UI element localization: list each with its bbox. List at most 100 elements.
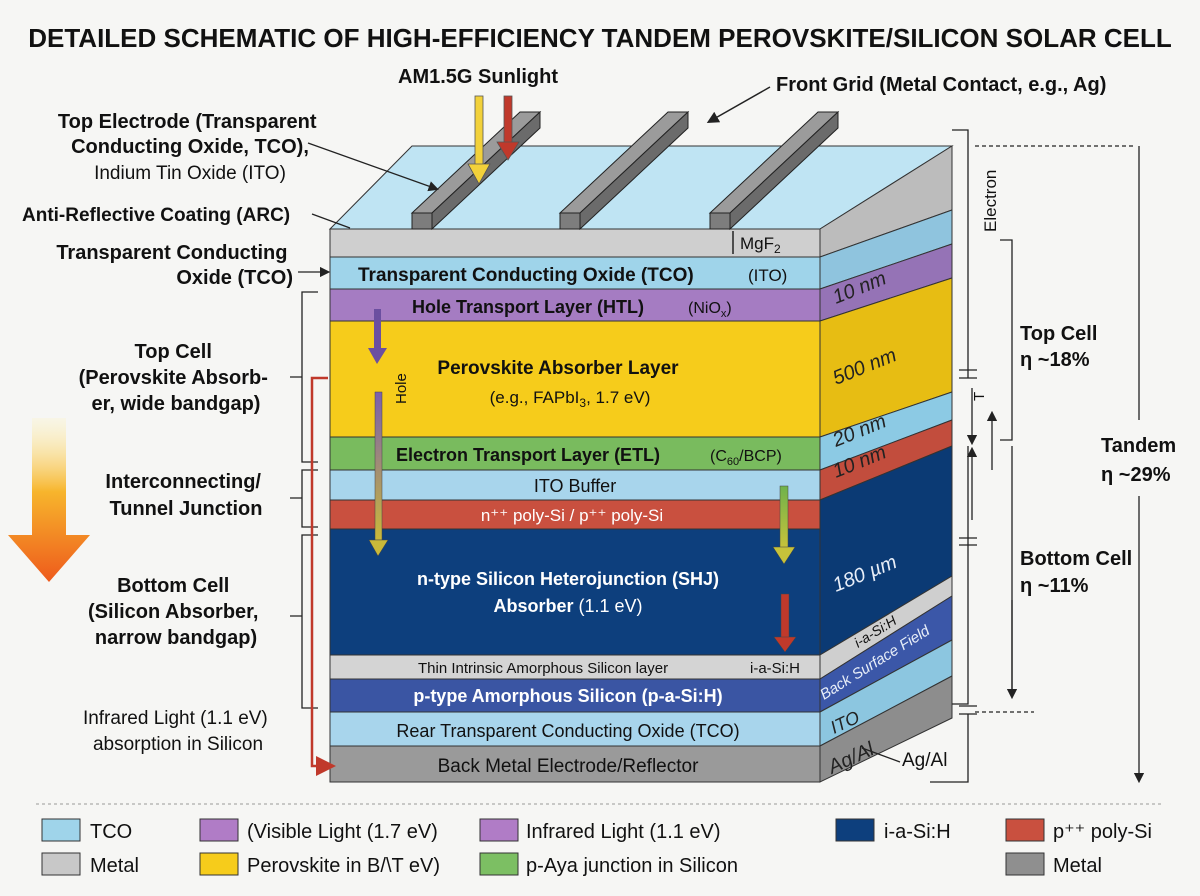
layer-stack <box>329 228 821 783</box>
htl-note: (NiOx) <box>688 300 732 320</box>
layer-arc <box>329 228 821 258</box>
top-cell-right-label: Top Cell <box>1020 323 1097 345</box>
layer-labels: MgF2 Transparent Conducting Oxide (TCO) … <box>358 231 800 777</box>
legend-label: Perovskite in B/\T eV) <box>247 855 440 877</box>
arc-leader <box>311 213 351 229</box>
layer-p-asi <box>329 678 821 713</box>
green-arrow <box>779 485 789 549</box>
top-cell-right-bracket <box>1000 239 1013 441</box>
green-arrow-head <box>772 546 796 565</box>
tandem-label: Tandem <box>1101 435 1176 457</box>
intrinsic-tag: i-a-Si:H <box>750 660 800 677</box>
electron-line-lower <box>952 446 969 705</box>
layer-tco <box>329 256 821 290</box>
shj-label-line1: n-type Silicon Heterojunction (SHJ) <box>417 569 719 589</box>
legend-item: (Visible Light (1.7 eV) <box>199 818 438 843</box>
sunlight-arrow-yellow <box>474 95 484 167</box>
legend-item: p⁺⁺ poly-Si <box>1005 818 1152 843</box>
hole-arrow-upper <box>374 309 381 349</box>
legend-swatch <box>1005 818 1045 842</box>
legend-label: p-Aya junction in Silicon <box>526 855 738 877</box>
sunlight-arrows: AM1.5G Sunlight <box>398 66 558 185</box>
back-metal-label: Back Metal Electrode/Reflector <box>438 756 700 777</box>
top-electrode-leader <box>307 142 439 192</box>
top-electrode-sub: Indium Tin Oxide (ITO) <box>94 163 286 184</box>
top-cell-efficiency: η ~18% <box>1020 349 1090 371</box>
sunlight-label: AM1.5G Sunlight <box>398 66 558 88</box>
bottom-cell-efficiency: η ~11% <box>1020 575 1089 597</box>
junction-bracket <box>290 469 318 528</box>
legend-item: Metal <box>1005 852 1102 877</box>
layer-htl <box>329 288 821 322</box>
infrared-label: Infrared Light (1.1 eV) absorption in Si… <box>83 708 273 755</box>
light-direction-arrow <box>8 418 90 582</box>
legend-item: Perovskite in B/\T eV) <box>199 852 440 877</box>
bottom-cell-right-label: Bottom Cell <box>1020 548 1132 570</box>
left-labels: Top Electrode (Transparent Conducting Ox… <box>22 111 439 755</box>
legend: TCO (Visible Light (1.7 eV) Infrared Lig… <box>41 818 1152 877</box>
page-title: DETAILED SCHEMATIC OF HIGH-EFFICIENCY TA… <box>28 23 1172 53</box>
elec-to-metal <box>930 714 969 783</box>
bottom-cell-bracket <box>290 534 318 709</box>
legend-item: Metal <box>41 852 139 877</box>
finger-2 <box>558 110 690 231</box>
legend-label: Metal <box>1053 855 1102 877</box>
legend-label: Infrared Light (1.1 eV) <box>526 821 721 843</box>
legend-swatch <box>1005 852 1045 876</box>
front-grid-label: Front Grid (Metal Contact, e.g., Ag) <box>776 74 1106 96</box>
layer-silicon <box>329 528 821 656</box>
legend-item: i-a-Si:H <box>835 818 951 843</box>
legend-label: Metal <box>90 855 139 877</box>
t-label: T <box>971 392 988 401</box>
bottom-cell-left-label: Bottom Cell (Silicon Absorber, narrow ba… <box>88 575 264 649</box>
legend-swatch <box>41 818 81 842</box>
sunlight-arrow-red <box>503 95 513 145</box>
right-brackets <box>861 129 1145 784</box>
perovskite-label: Perovskite Absorber Layer <box>437 358 679 379</box>
red-arrow-head <box>773 636 797 653</box>
legend-label: (Visible Light (1.7 eV) <box>247 821 438 843</box>
layer-back-metal <box>329 745 821 783</box>
hole-arrow-upper-head <box>368 348 387 364</box>
hole-arrow-long-head <box>368 539 389 557</box>
top-cell-left-label: Top Cell (Perovskite Absorb- er, wide ba… <box>79 341 274 415</box>
agal-right-label: Ag/Al <box>902 750 947 771</box>
legend-label: TCO <box>90 821 132 843</box>
front-grid-leader <box>706 86 771 123</box>
p-asi-label: p-type Amorphous Silicon (p-a-Si:H) <box>413 686 722 706</box>
junction-label: Interconnecting/ Tunnel Junction <box>105 471 266 520</box>
tco-label: Transparent Conducting Oxide (TCO) <box>358 265 694 286</box>
legend-item: p-Aya junction in Silicon <box>479 852 738 877</box>
legend-swatch <box>199 852 239 876</box>
legend-item: Infrared Light (1.1 eV) <box>479 818 721 843</box>
etl-label: Electron Transport Layer (ETL) <box>396 445 660 465</box>
tco-left-label: Transparent Conducting Oxide (TCO) <box>56 242 293 289</box>
mgf2-label: MgF2 <box>740 234 781 256</box>
legend-label: i-a-Si:H <box>884 821 951 843</box>
shj-label-line2: Absorber (1.1 eV) <box>493 596 642 616</box>
legend-swatch <box>479 852 519 876</box>
polysi-label: n⁺⁺ poly-Si / p⁺⁺ poly-Si <box>481 506 663 525</box>
side-face <box>819 145 953 783</box>
etl-note: (C60/BCP) <box>710 448 782 468</box>
top-cell-bracket <box>290 291 318 463</box>
legend-swatch <box>479 818 519 842</box>
electron-label: Electron <box>981 170 1000 232</box>
top-electrode-label: Top Electrode (Transparent Conducting Ox… <box>58 111 322 158</box>
perovskite-note: (e.g., FAPbI3, 1.7 eV) <box>490 388 651 410</box>
legend-label: p⁺⁺ poly-Si <box>1053 821 1152 843</box>
rear-tco-label: Rear Transparent Conducting Oxide (TCO) <box>396 721 739 741</box>
tandem-efficiency: η ~29% <box>1101 464 1171 486</box>
red-arrow <box>780 593 790 639</box>
agal-leader <box>861 747 901 763</box>
legend-item: TCO <box>41 818 132 843</box>
layer-ito-buffer <box>329 469 821 501</box>
intrinsic-label: Thin Intrinsic Amorphous Silicon layer <box>418 660 668 677</box>
sunlight-arrow-yellow-head <box>467 163 491 185</box>
hole-label: Hole <box>393 373 410 404</box>
htl-label: Hole Transport Layer (HTL) <box>412 297 644 317</box>
red-feedback-path <box>310 376 336 776</box>
legend-swatch <box>199 818 239 842</box>
